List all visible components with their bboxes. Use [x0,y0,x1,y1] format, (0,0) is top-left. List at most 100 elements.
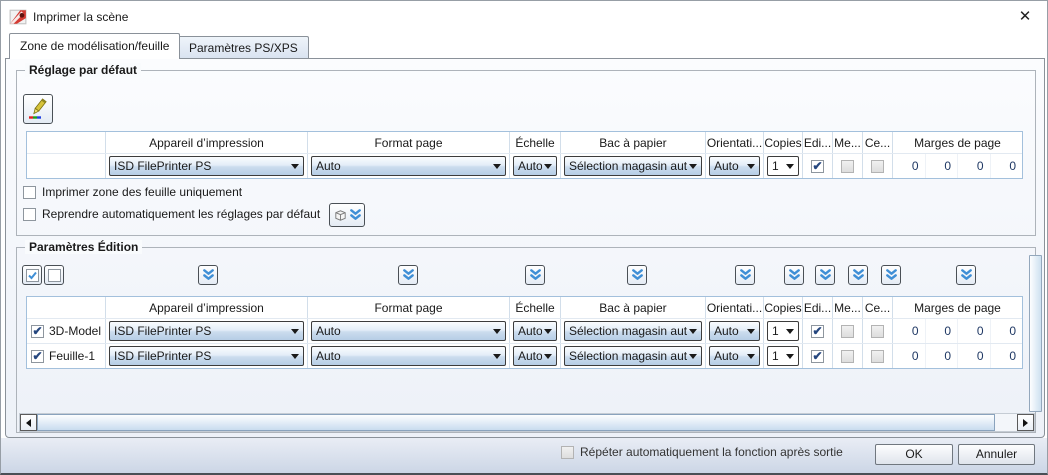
format-combo[interactable]: Auto [311,346,506,366]
combo-value: Auto [518,349,542,363]
margin-left-field[interactable]: 0 [911,159,919,173]
margin-left-field[interactable]: 0 [911,349,919,363]
margin-top-field[interactable]: 0 [924,319,958,343]
cancel-button[interactable]: Annuler [958,444,1035,465]
orientation-combo[interactable]: Auto [709,346,760,366]
ce-checkbox[interactable] [871,324,884,338]
margins-cell: 0 0 0 0 [893,319,1022,343]
tab-parametres-ps-xps[interactable]: Paramètres PS/XPS [178,36,309,59]
double-chevron-down-icon [349,209,361,220]
margin-right-field[interactable]: 0 [957,154,990,178]
print-sheet-zone-only-checkbox[interactable] [23,185,36,199]
tray-combo[interactable]: Sélection magasin auto [564,156,702,176]
margin-right-field[interactable]: 0 [957,344,990,368]
scale-combo[interactable]: Auto [513,346,557,366]
apply-column-tray-button[interactable] [627,265,647,285]
row-select-checkbox[interactable] [31,349,44,363]
margin-top-field[interactable]: 0 [924,344,958,368]
device-combo[interactable]: ISD FilePrinter PS [109,346,304,366]
margin-bottom-field[interactable]: 0 [989,154,1023,178]
scale-combo[interactable]: Auto [513,321,557,341]
table-header: Appareil d’impression Format page Échell… [27,297,1022,318]
format-combo[interactable]: Auto [311,321,506,341]
orientation-combo[interactable]: Auto [709,156,760,176]
apply-column-ce-button[interactable] [881,265,901,285]
scrollbar-track[interactable] [995,414,1017,431]
apply-column-format-button[interactable] [398,265,418,285]
double-chevron-down-icon [852,269,864,280]
edit-default-settings-button[interactable] [23,94,53,124]
select-all-rows-button[interactable] [22,265,42,285]
horizontal-scrollbar-thumb[interactable] [37,414,995,431]
combo-value: Auto [518,324,542,338]
tray-combo[interactable]: Sélection magasin auto [564,321,702,341]
row-label: Feuille-1 [49,349,96,363]
repeat-function-checkbox[interactable] [561,445,574,459]
device-combo[interactable]: ISD FilePrinter PS [109,321,304,341]
ce-checkbox[interactable] [871,159,884,173]
print-sheet-zone-only-row: Imprimer zone des feuille uniquement [23,185,242,199]
combo-value: 1 [772,324,779,338]
titlebar: Imprimer la scène ✕ [1,1,1047,33]
col-row-label [27,297,106,318]
apply-column-margins-button[interactable] [956,265,976,285]
col-copies: Copies [764,132,803,153]
apply-column-scale-button[interactable] [525,265,545,285]
tab-label: Zone de modélisation/feuille [20,39,170,53]
checkbox-label: Reprendre automatiquement les réglages p… [42,207,321,221]
tray-combo[interactable]: Sélection magasin auto [564,346,702,366]
copies-combo[interactable]: 1 [767,346,799,366]
deselect-all-rows-button[interactable] [44,265,64,285]
window-title: Imprimer la scène [33,10,129,24]
apply-column-me-button[interactable] [848,265,868,285]
copies-combo[interactable]: 1 [767,321,799,341]
edit-checkbox[interactable] [811,159,824,173]
chevron-down-icon [786,328,794,334]
edit-checkbox[interactable] [811,349,824,363]
margin-bottom-field[interactable]: 0 [989,319,1023,343]
double-chevron-down-icon [202,269,214,280]
scale-combo[interactable]: Auto [513,156,557,176]
edit-checkbox[interactable] [811,324,824,338]
margin-left-field[interactable]: 0 [911,324,919,338]
auto-resume-defaults-checkbox[interactable] [23,207,36,221]
margin-right-field[interactable]: 0 [957,319,990,343]
device-combo[interactable]: ISD FilePrinter PS [109,156,304,176]
margin-bottom-field[interactable]: 0 [989,344,1023,368]
combo-value: ISD FilePrinter PS [114,349,212,363]
apply-defaults-to-scene-button[interactable] [329,203,365,227]
ok-button[interactable]: OK [875,444,953,465]
scroll-right-button[interactable] [1017,414,1034,431]
apply-column-edit-button[interactable] [815,265,835,285]
me-checkbox[interactable] [841,159,854,173]
row-select-checkbox[interactable] [31,324,44,338]
triangle-right-icon [1023,418,1028,427]
tab-zone-modelisation[interactable]: Zone de modélisation/feuille [9,33,181,59]
vertical-scrollbar-thumb[interactable] [1029,255,1042,412]
combo-value: Auto [316,349,341,363]
chevron-down-icon [544,163,552,169]
horizontal-scrollbar[interactable] [19,413,1035,432]
apply-column-device-button[interactable] [198,265,218,285]
margin-top-field[interactable]: 0 [924,154,958,178]
scroll-left-button[interactable] [20,414,37,431]
col-margins: Marges de page [914,135,1001,150]
ce-checkbox[interactable] [871,349,884,363]
format-combo[interactable]: Auto [311,156,506,176]
footer [1,438,1047,473]
apply-column-orientation-button[interactable] [735,265,755,285]
chevron-down-icon [493,163,501,169]
default-settings-group: Réglage par défaut Appareil [16,63,1036,236]
me-checkbox[interactable] [841,349,854,363]
apply-column-copies-button[interactable] [784,265,804,285]
me-checkbox[interactable] [841,324,854,338]
close-button[interactable]: ✕ [1018,8,1032,25]
orientation-combo[interactable]: Auto [709,321,760,341]
combo-value: 1 [772,159,779,173]
repeat-function-row: Répéter automatiquement la fonction aprè… [561,445,843,459]
copies-combo[interactable]: 1 [767,156,799,176]
chevron-down-icon [786,353,794,359]
chevron-down-icon [747,353,755,359]
double-chevron-down-icon [529,269,541,280]
